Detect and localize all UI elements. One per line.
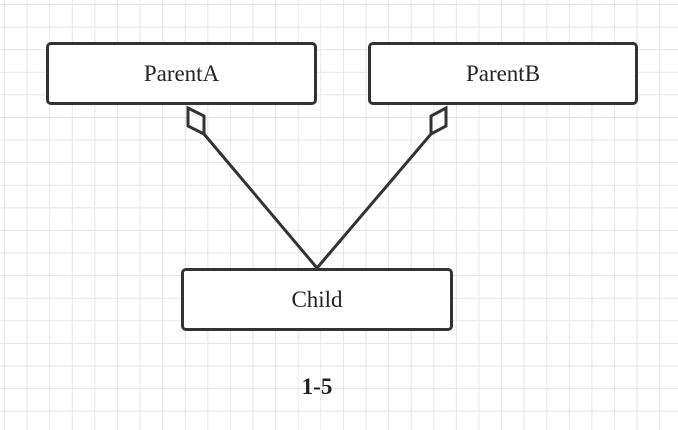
class-node-parent-a[interactable]: ParentA (46, 42, 317, 105)
class-node-child[interactable]: Child (181, 268, 453, 331)
aggregation-diamond-icon (186, 105, 206, 137)
class-node-label: ParentA (143, 60, 220, 86)
aggregation-diamond-icon (429, 105, 448, 137)
figure-caption: 1-5 (301, 374, 333, 399)
class-node-parent-b[interactable]: ParentB (368, 42, 638, 105)
edge-child-to-parent-a (202, 133, 319, 269)
class-node-label: Child (291, 286, 343, 312)
class-node-label: ParentB (465, 60, 541, 86)
edge-child-to-parent-b (315, 133, 433, 269)
